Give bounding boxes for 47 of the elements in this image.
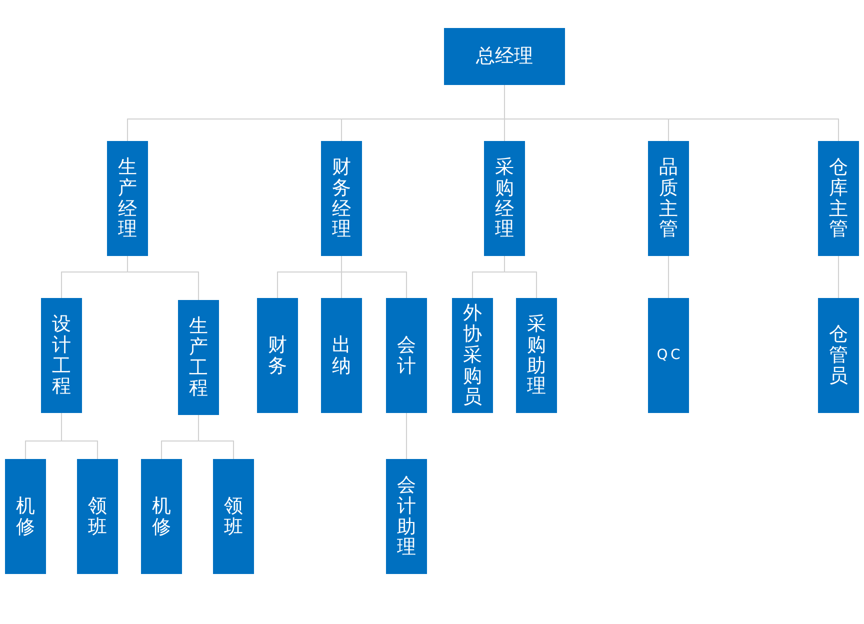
position-label: 会计助理 xyxy=(397,474,416,558)
position-label: 生产经理 xyxy=(118,156,137,240)
position-label: 领班 xyxy=(224,496,243,538)
position-label: 机修 xyxy=(16,496,35,538)
position-label: 生产工程 xyxy=(189,316,208,400)
position-label: 财务 xyxy=(268,334,287,376)
position-label: 仓管员 xyxy=(829,324,848,387)
position-box xyxy=(321,141,362,256)
connector-line xyxy=(406,412,407,460)
position-label: 外协采购员 xyxy=(463,303,482,408)
position-label: 采购助理 xyxy=(527,314,546,398)
position-box xyxy=(5,459,46,574)
position-box xyxy=(213,459,254,574)
position-box xyxy=(648,298,689,413)
position-box xyxy=(484,141,525,256)
position-box xyxy=(107,141,148,256)
position-label: 采购经理 xyxy=(495,156,514,240)
position-label: 领班 xyxy=(88,496,107,538)
position-box xyxy=(257,298,298,413)
position-box xyxy=(386,298,427,413)
position-label: 出纳 xyxy=(332,334,351,376)
position-box xyxy=(516,298,557,413)
position-box xyxy=(386,459,427,574)
position-box xyxy=(321,298,362,413)
position-box xyxy=(818,141,859,256)
position-box xyxy=(648,141,689,256)
position-box xyxy=(178,300,219,415)
connector-line xyxy=(198,414,234,460)
connector-line xyxy=(61,412,98,460)
position-label: QC xyxy=(656,346,684,365)
position-label: 会计 xyxy=(397,334,416,376)
position-label: 财务经理 xyxy=(332,156,351,240)
position-label: 品质主管 xyxy=(659,156,678,240)
position-box xyxy=(41,298,82,413)
position-label: 总经理 xyxy=(476,44,533,70)
connector-line xyxy=(341,256,407,298)
position-box xyxy=(818,298,859,413)
position-box xyxy=(77,459,118,574)
connector-line xyxy=(668,256,669,298)
position-label: 设计工程 xyxy=(52,314,71,398)
connector-line xyxy=(838,256,839,298)
position-box xyxy=(444,28,565,85)
position-box xyxy=(141,459,182,574)
position-box xyxy=(452,298,493,413)
position-label: 仓库主管 xyxy=(829,156,848,240)
connector-line xyxy=(504,256,537,298)
position-label: 机修 xyxy=(152,496,171,538)
